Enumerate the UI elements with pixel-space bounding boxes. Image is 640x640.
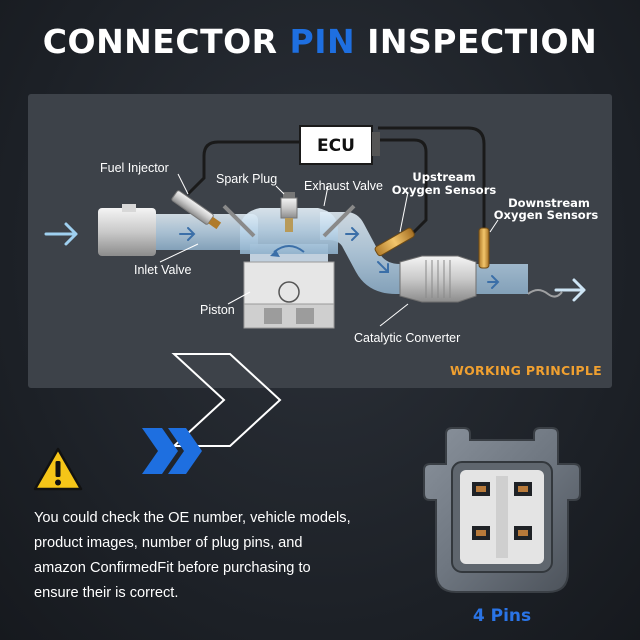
title-highlight: PIN	[289, 22, 356, 61]
upstream-label-line2: Oxygen Sensors	[392, 183, 497, 197]
valves	[222, 204, 356, 238]
catalytic-converter-label: Catalytic Converter	[354, 331, 460, 345]
spark-plug	[280, 192, 298, 232]
title-part1: CONNECTOR	[42, 22, 290, 61]
ecu-label: ECU	[317, 136, 355, 156]
warning-icon	[33, 447, 83, 491]
exhaust-valve-label: Exhaust Valve	[304, 179, 383, 193]
upstream-oxygen-sensor	[374, 227, 415, 257]
chevron-outline-icon	[171, 353, 282, 447]
cylinder	[240, 208, 338, 329]
double-chevron-icon	[142, 428, 202, 474]
working-principle-caption: WORKING PRINCIPLE	[450, 363, 602, 378]
working-principle-panel: ECU	[28, 94, 612, 388]
page-title: CONNECTOR PIN INSPECTION	[0, 22, 640, 61]
title-part2: INSPECTION	[355, 22, 598, 61]
label-leaders	[159, 173, 499, 327]
fuel-injector	[171, 190, 222, 230]
intake-pipe	[98, 204, 258, 256]
flow-arrows	[44, 222, 586, 302]
piston-label: Piston	[200, 303, 235, 317]
pin-count-label: 4 Pins	[472, 606, 532, 626]
downstream-oxygen-sensor	[478, 227, 490, 269]
downstream-label-line2: Oxygen Sensors	[494, 208, 599, 222]
inspection-note: You could check the OE number, vehicle m…	[34, 510, 351, 601]
pin-terminals	[472, 482, 532, 540]
ecu-box: ECU	[299, 125, 380, 165]
connector-image	[423, 427, 581, 593]
catalytic-converter	[399, 255, 477, 303]
spark-plug-label: Spark Plug	[216, 172, 277, 186]
fuel-injector-label: Fuel Injector	[100, 161, 169, 175]
inlet-valve-label: Inlet Valve	[134, 263, 191, 277]
downstream-label-line1: Downstream	[508, 196, 590, 210]
upstream-label-line1: Upstream	[412, 170, 475, 184]
engine-diagram: ECU	[44, 125, 599, 345]
ecu-wires	[186, 126, 486, 236]
